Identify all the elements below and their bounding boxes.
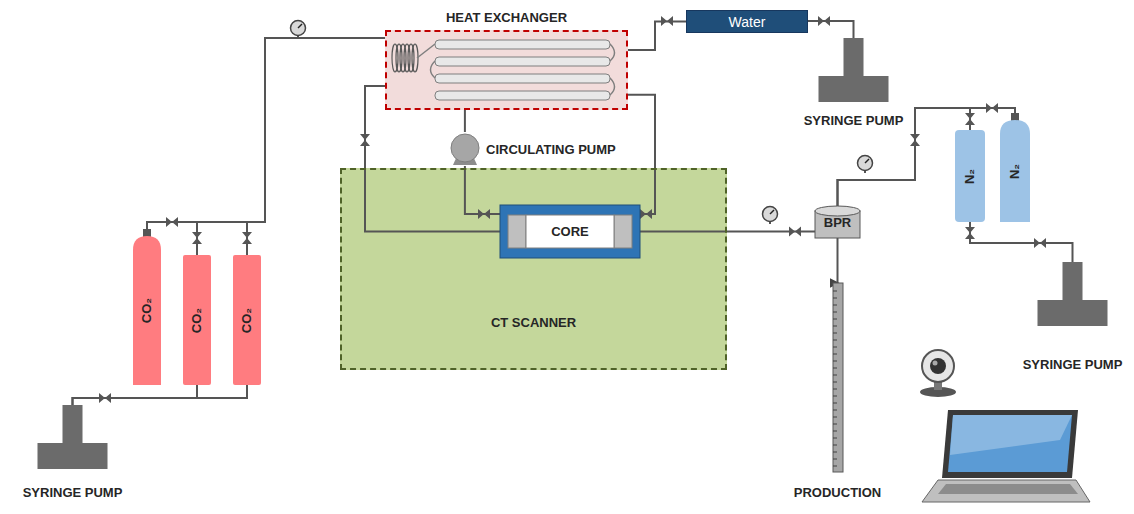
node-label: N₂ <box>1007 163 1022 178</box>
pipe-line <box>464 110 466 132</box>
pipe-line <box>73 385 198 405</box>
production-tube-shape <box>777 283 899 500</box>
laptop <box>922 410 1090 502</box>
pipe-line <box>837 238 839 283</box>
water-vessel: Water <box>686 10 808 33</box>
pipe-line <box>465 166 500 214</box>
pipe-line <box>970 222 1073 262</box>
syringe-pump: SYRINGE PUMP <box>795 38 912 128</box>
valve <box>99 16 1046 403</box>
gas-cylinder: CO₂ <box>233 255 261 385</box>
pipe-line <box>808 21 854 38</box>
heat-exchanger-shape <box>387 32 626 108</box>
heat-exchanger: HEAT EXCHANGER <box>385 30 628 110</box>
node-label: CT SCANNER <box>491 315 576 330</box>
node-label: CO₂ <box>140 298 155 323</box>
node-label: CO₂ <box>240 307 255 332</box>
node-label: SYRINGE PUMP <box>804 113 904 128</box>
pipe-line <box>628 95 655 214</box>
pipe-line <box>197 38 385 255</box>
webcam <box>920 350 956 397</box>
gas-cylinder: CO₂ <box>183 255 211 385</box>
syringe-pump: SYRINGE PUMP <box>1020 262 1125 372</box>
node-label: Water <box>729 14 766 30</box>
production-tube: PRODUCTION <box>777 283 899 500</box>
node-label: CORE <box>551 224 589 239</box>
syringe-pump-shape <box>1020 262 1125 372</box>
node-label: SYRINGE PUMP <box>1023 357 1123 372</box>
pipe-line <box>73 385 248 405</box>
node-label: CO₂ <box>190 307 205 332</box>
node-label: BPR <box>824 215 851 230</box>
pressure-gauge <box>291 21 873 225</box>
pipe-line <box>640 231 815 233</box>
gas-cylinder: N₂ <box>955 130 985 222</box>
back-pressure-regulator: BPR <box>815 206 860 238</box>
node-label: N₂ <box>962 168 977 183</box>
gas-cylinder: CO₂ <box>133 236 161 385</box>
node-label: PRODUCTION <box>794 485 881 500</box>
scanner-fill <box>340 168 727 370</box>
node-label: CIRCULATING PUMP <box>486 142 616 157</box>
core-holder: CORE <box>500 205 640 258</box>
syringe-pump: SYRINGE PUMP <box>10 405 135 500</box>
node-label: HEAT EXCHANGER <box>387 10 626 25</box>
node-label: SYRINGE PUMP <box>23 485 123 500</box>
pipe-line <box>628 22 686 51</box>
ct-scanner: CT SCANNER CORE <box>340 168 727 370</box>
gas-cylinder: N₂ <box>1000 120 1030 222</box>
circulating-pump: CIRCULATING PUMP <box>448 132 630 166</box>
